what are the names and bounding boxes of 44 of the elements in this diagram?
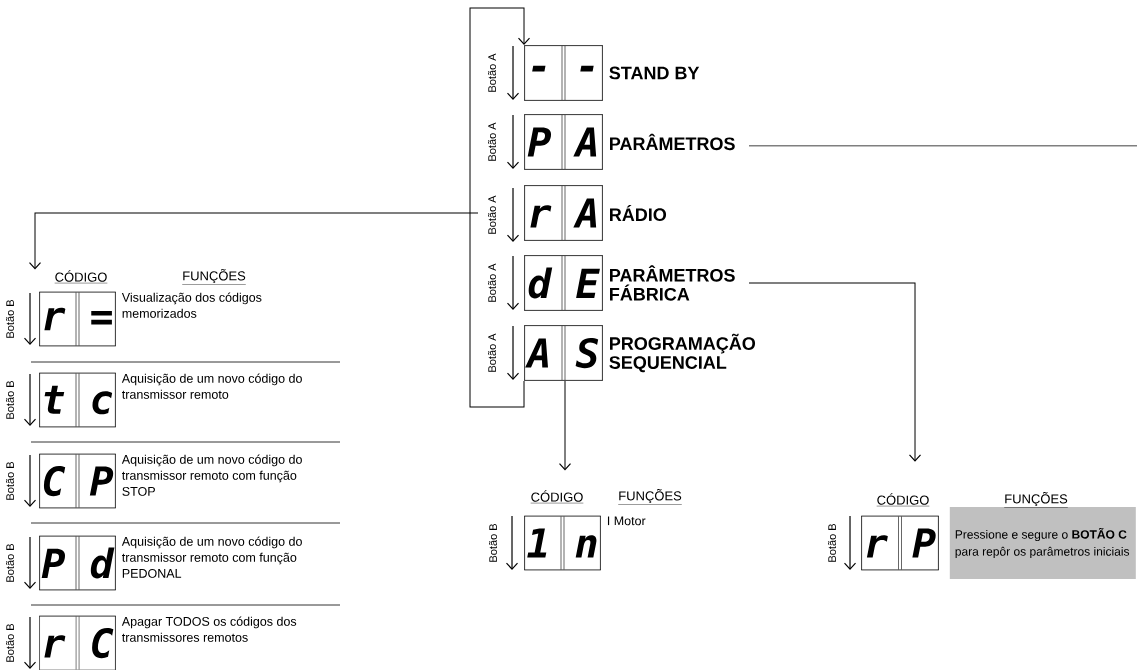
- button-label: Botão B: [489, 524, 497, 562]
- segment-display: P A: [523, 114, 604, 170]
- segment-display: t c: [38, 372, 117, 428]
- column-heading: CÓDIGO: [876, 493, 930, 507]
- button-label: Botão B: [6, 544, 14, 582]
- connector: [28, 212, 479, 270]
- button-label: Botão B: [828, 524, 836, 562]
- button-label: Botão A: [488, 263, 496, 302]
- menu-label: PARÂMETROS: [610, 133, 735, 151]
- note-box: Pressione e segure o BOTÃO C para repôr os parâmetros iniciais: [949, 507, 1136, 579]
- function-text: Aquisição de um novo código do transmissor remoto com função STOP: [121, 454, 302, 496]
- menu-label: PROGRAMAÇÃO SEQUENCIAL: [609, 333, 756, 373]
- connector: [748, 145, 1137, 147]
- connector: [748, 282, 922, 462]
- segment-display: A S: [523, 325, 604, 381]
- button-label: Botão B: [6, 381, 14, 419]
- button-label: Botão B: [6, 624, 14, 662]
- button-label: Botão B: [6, 300, 14, 338]
- segment-display: r A: [523, 185, 604, 241]
- segment-display: d E: [523, 255, 604, 311]
- button-label: Botão A: [488, 122, 496, 161]
- function-text: I Motor: [607, 516, 646, 526]
- segment-display: - -: [523, 45, 604, 101]
- button-label: Botão A: [488, 195, 496, 234]
- function-text: Apagar TODOS os códigos dos transmissores remotos: [121, 616, 297, 642]
- connector: [558, 380, 572, 471]
- function-text: Visualização dos códigos memorizados: [121, 292, 262, 318]
- function-text: Aquisição de um novo código do transmissor remoto: [121, 373, 302, 399]
- segment-display: r P: [860, 515, 940, 571]
- button-label: Botão A: [488, 53, 496, 92]
- segment-display: r C: [38, 615, 117, 670]
- connector: [469, 7, 531, 408]
- function-text: Aquisição de um novo código do transmissor remoto com função PEDONAL: [121, 536, 302, 578]
- menu-label: STAND BY: [609, 66, 700, 80]
- button-label: Botão A: [488, 333, 496, 372]
- menu-label: PARÂMETROS FÁBRICA: [610, 265, 735, 301]
- column-heading: FUNÇÕES: [618, 488, 682, 505]
- column-heading: CÓDIGO: [530, 490, 584, 504]
- menu-label: RÁDIO: [610, 204, 667, 222]
- segment-display: C P: [38, 453, 117, 509]
- segment-display: r =: [38, 291, 117, 347]
- segment-display: P d: [38, 535, 117, 591]
- button-label: Botão B: [6, 462, 14, 500]
- segment-display: 1 n: [523, 515, 602, 571]
